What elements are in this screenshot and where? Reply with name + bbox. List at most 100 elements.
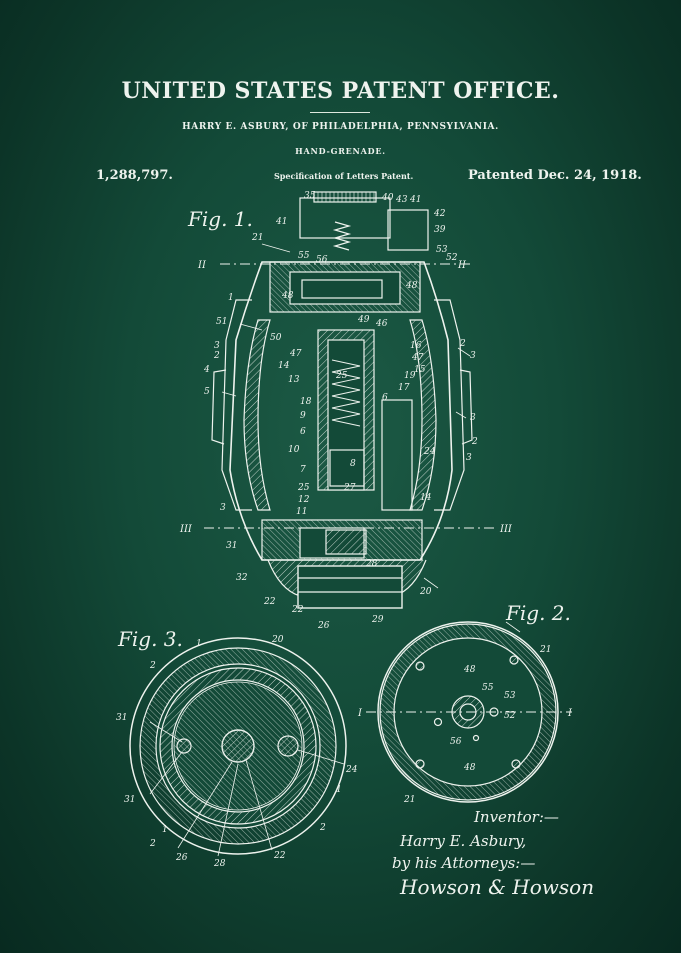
section-marker-I-left: I [357, 708, 363, 719]
svg-text:46: 46 [375, 319, 388, 329]
svg-text:21: 21 [403, 795, 415, 805]
svg-text:14: 14 [420, 493, 432, 503]
svg-text:52: 52 [446, 253, 458, 263]
svg-text:22: 22 [273, 851, 286, 861]
svg-text:18: 18 [300, 397, 312, 407]
svg-text:16: 16 [410, 341, 422, 351]
svg-text:28: 28 [365, 559, 378, 569]
svg-text:9: 9 [300, 411, 306, 421]
section-marker-III-left: III [179, 524, 193, 535]
svg-text:19: 19 [404, 371, 416, 381]
svg-text:56: 56 [316, 255, 328, 265]
section-marker-II-right: II [457, 260, 467, 271]
svg-text:25: 25 [335, 371, 348, 381]
fig3-label: Fig. 3. [117, 627, 183, 651]
svg-text:2: 2 [149, 661, 156, 671]
svg-text:35: 35 [304, 191, 316, 201]
svg-text:42: 42 [433, 209, 446, 219]
subject-line: HAND-GRENADE. [295, 146, 386, 156]
svg-text:48: 48 [463, 763, 476, 773]
svg-text:31: 31 [116, 713, 127, 723]
svg-text:24: 24 [345, 765, 358, 775]
fig2-reference-numerals: 21 48 55 53 52 56 48 21 [403, 645, 551, 805]
svg-text:2: 2 [149, 839, 156, 849]
svg-text:5: 5 [204, 387, 210, 397]
svg-text:31: 31 [124, 795, 135, 805]
svg-text:32: 32 [236, 573, 248, 583]
inventor-line: HARRY E. ASBURY, OF PHILADELPHIA, PENNSY… [182, 122, 499, 132]
svg-text:26: 26 [317, 621, 330, 631]
svg-text:53: 53 [436, 245, 448, 255]
svg-text:6: 6 [300, 427, 306, 437]
svg-text:21: 21 [539, 645, 551, 655]
svg-text:2: 2 [471, 437, 478, 447]
svg-text:26: 26 [175, 853, 188, 863]
fig1-drawing [204, 191, 496, 609]
fig2-drawing [366, 621, 572, 803]
svg-text:1: 1 [228, 293, 234, 303]
svg-text:28: 28 [213, 859, 226, 869]
fig1-label: Fig. 1. [187, 207, 253, 231]
fig2-label: Fig. 2. [505, 601, 571, 625]
svg-text:22: 22 [263, 597, 276, 607]
svg-text:55: 55 [482, 683, 494, 693]
specification-label: Specification of Letters Patent. [274, 171, 414, 181]
svg-text:41: 41 [409, 195, 421, 205]
svg-text:43: 43 [395, 195, 408, 205]
section-marker-I-right: I [567, 708, 573, 719]
svg-text:3: 3 [470, 413, 476, 423]
svg-text:48: 48 [281, 291, 294, 301]
svg-text:51: 51 [216, 317, 227, 327]
svg-text:48: 48 [405, 281, 418, 291]
svg-text:20: 20 [419, 587, 432, 597]
section-marker-II-left: II [197, 260, 207, 271]
svg-text:40: 40 [381, 193, 394, 203]
svg-text:17: 17 [398, 383, 410, 393]
patent-number: 1,288,797. [96, 168, 173, 183]
svg-text:25: 25 [297, 483, 310, 493]
svg-text:53: 53 [504, 691, 516, 701]
svg-text:14: 14 [278, 361, 290, 371]
svg-text:47: 47 [411, 353, 424, 363]
svg-text:56: 56 [450, 737, 462, 747]
svg-text:55: 55 [298, 251, 310, 261]
svg-text:47: 47 [289, 349, 302, 359]
title-rule [310, 112, 370, 113]
svg-text:15: 15 [414, 365, 426, 375]
svg-text:2: 2 [319, 823, 326, 833]
svg-text:50: 50 [270, 333, 282, 343]
svg-text:27: 27 [343, 483, 356, 493]
svg-text:12: 12 [298, 495, 310, 505]
svg-text:1: 1 [196, 639, 202, 649]
svg-text:20: 20 [271, 635, 284, 645]
svg-text:39: 39 [434, 225, 446, 235]
svg-text:31: 31 [226, 541, 237, 551]
svg-text:29: 29 [371, 615, 384, 625]
svg-text:24: 24 [423, 447, 436, 457]
svg-text:3: 3 [214, 341, 220, 351]
svg-text:6: 6 [382, 393, 388, 403]
patent-date: Patented Dec. 24, 1918. [468, 168, 642, 183]
signature-inventor-label: Inventor:— [473, 808, 559, 826]
svg-text:13: 13 [288, 375, 300, 385]
signature-attorneys-label: by his Attorneys:— [392, 854, 535, 872]
svg-text:1: 1 [162, 825, 168, 835]
svg-text:7: 7 [300, 465, 306, 475]
svg-text:22: 22 [291, 605, 304, 615]
patent-office-title: UNITED STATES PATENT OFFICE. [121, 78, 560, 104]
svg-text:3: 3 [466, 453, 472, 463]
svg-text:41: 41 [275, 217, 287, 227]
svg-text:8: 8 [350, 459, 356, 469]
svg-text:2: 2 [213, 351, 220, 361]
svg-text:1: 1 [336, 785, 342, 795]
svg-text:4: 4 [203, 365, 210, 375]
svg-text:48: 48 [463, 665, 476, 675]
svg-text:10: 10 [288, 445, 300, 455]
svg-text:11: 11 [296, 507, 307, 517]
signature-inventor-name: Harry E. Asbury, [399, 832, 526, 850]
svg-text:52: 52 [504, 711, 516, 721]
